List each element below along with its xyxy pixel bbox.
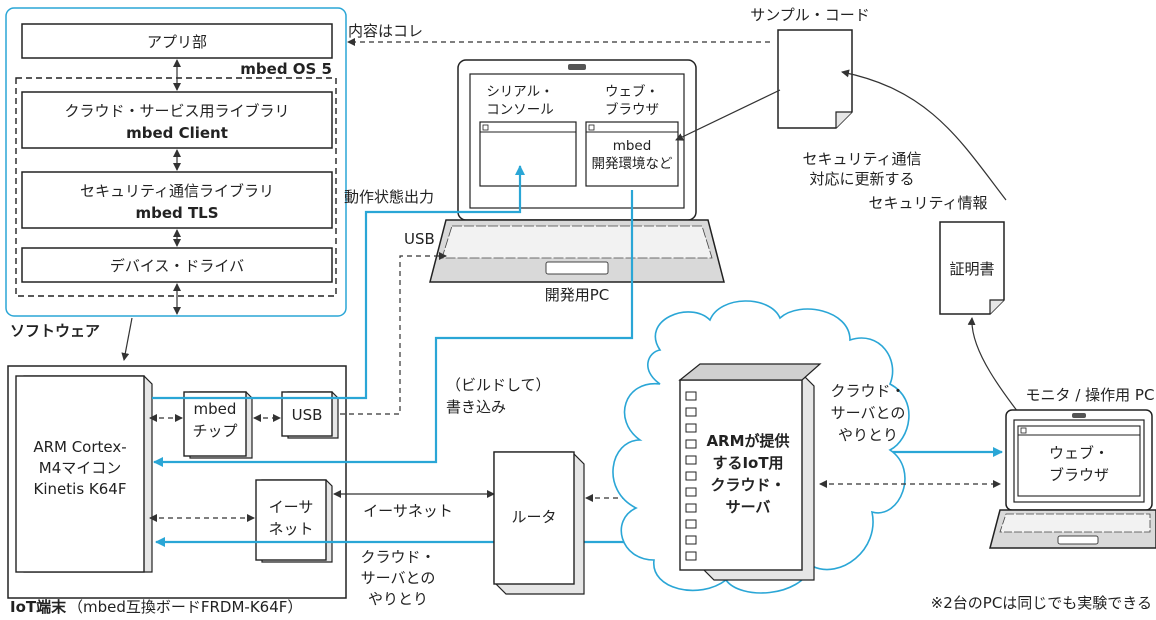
monitor-pc-label: モニタ / 操作用 PC (1026, 386, 1155, 404)
app-layer-label: アプリ部 (147, 33, 207, 51)
driver-box (21, 247, 333, 283)
certificate-document: セキュリティ情報 証明書 (868, 194, 1005, 315)
software-stack: アプリ部 mbed OS 5 クラウド・サービス用ライブラリ mbed Clie… (5, 7, 347, 361)
tls-lib-name: mbed TLS (135, 204, 218, 222)
certificate-label: 証明書 (949, 260, 994, 278)
mbed-chip-line2: チップ (192, 422, 237, 440)
cloud-server: ARMが提供 するIoT用 クラウド・ サーバ (678, 363, 822, 581)
router-body (493, 451, 575, 585)
monitor-keys (999, 513, 1151, 533)
certificate-fold (989, 299, 1004, 314)
cloud-exchange-left-line2: サーバとの (361, 569, 436, 587)
status-output-flow (152, 165, 525, 400)
monitor-pc-laptop: モニタ / 操作用 PC ウェブ・ ブラウザ (989, 386, 1156, 549)
keyboard-keys (441, 225, 713, 259)
cloud-exchange-right-line1: クラウド・ (830, 382, 905, 400)
tls-lib-box (21, 171, 333, 229)
ethernet-port-line2: ネット (268, 520, 313, 538)
tls-lib-title: セキュリティ通信ライブラリ (80, 182, 274, 200)
software-pointer (121, 317, 133, 361)
serial-console-line2: コンソール (486, 102, 554, 118)
dev-browser-window (585, 121, 679, 187)
update-note-line1: セキュリティ通信 (802, 150, 921, 168)
usb-port (281, 391, 333, 437)
mbed-env-line1: mbed (613, 138, 652, 154)
serial-console-line1: シリアル・ (486, 84, 553, 100)
iot-device: IoT端末 （mbed互換ボードFRDM-K64F） ARM Cortex- M… (7, 365, 347, 616)
mbed-os-label: mbed OS 5 (240, 60, 332, 78)
monitor-webcam-icon (1072, 413, 1086, 418)
serial-console-window (479, 121, 577, 187)
dev-pc-laptop: シリアル・ コンソール ウェブ・ ブラウザ mbed 開発環境など 開発用PC (429, 59, 725, 304)
iot-device-label-bold: IoT端末 (10, 598, 67, 616)
dev-browser-line1: ウェブ・ (605, 83, 659, 100)
ethernet-link-label: イーサネット (363, 502, 453, 520)
app-layer-box (21, 23, 333, 59)
sample-code-document: サンプル・コード セキュリティ通信 対応に更新する (750, 6, 921, 188)
code-to-browser-arrow (675, 89, 781, 141)
mbed-env-line2: 開発環境など (592, 156, 673, 172)
security-info-label: セキュリティ情報 (868, 194, 987, 212)
router-label: ルータ (511, 508, 556, 526)
usb-port-label: USB (292, 406, 323, 424)
cloud-lib-name: mbed Client (126, 124, 228, 142)
mcu-line1: ARM Cortex- (33, 438, 126, 456)
server-line2: するIoT用 (712, 454, 783, 472)
cloud-lib-title: クラウド・サービス用ライブラリ (64, 102, 289, 120)
cloud-exchange-left-line1: クラウド・ (360, 548, 435, 566)
router: ルータ (493, 451, 585, 595)
mbed-chip-line1: mbed (194, 400, 237, 418)
build-line2: 書き込み (446, 398, 506, 416)
touchpad (545, 261, 609, 275)
dev-browser-line2: ブラウザ (605, 101, 659, 118)
monitor-touchpad (1057, 535, 1099, 545)
sample-code-fold (835, 111, 852, 128)
server-top (678, 363, 822, 381)
mcu-line2: M4マイコン (39, 459, 122, 477)
server-line4: サーバ (726, 498, 771, 516)
cloud-exchange-left-line3: やりとり (368, 590, 428, 608)
software-frame (5, 7, 347, 317)
monitor-browser-window (1017, 425, 1141, 497)
usb-link (340, 252, 447, 415)
usb-link-label: USB (404, 230, 435, 248)
mcu-line3: Kinetis K64F (34, 480, 127, 498)
sample-code-label: サンプル・コード (750, 6, 870, 24)
status-output-label: 動作状態出力 (344, 188, 434, 206)
update-note-line2: 対応に更新する (809, 170, 914, 188)
footnote: ※2台のPCは同じでも実験できる (931, 594, 1152, 612)
cloud-exchange-right-line2: サーバとの (831, 404, 906, 422)
build-line1: （ビルドして） (446, 376, 551, 394)
mcu-chip (15, 375, 145, 573)
cloud-lib-box (21, 91, 333, 149)
monitor-browser-line2: ブラウザ (1049, 466, 1109, 484)
server-front (679, 379, 803, 571)
content-note-label: 内容はコレ (348, 22, 423, 40)
monitor-browser-line1: ウェブ・ (1049, 444, 1109, 462)
server-slots (685, 391, 697, 561)
server-line1: ARMが提供 (706, 432, 789, 450)
server-line3: クラウド・ (710, 476, 785, 494)
iot-device-label-rest: （mbed互換ボードFRDM-K64F） (68, 598, 302, 616)
build-write-flow (153, 190, 634, 467)
driver-label: デバイス・ドライバ (110, 257, 244, 275)
certificate-to-code-arrow (841, 69, 1007, 201)
mbed-chip (183, 391, 247, 457)
cloud-exchange-right-line3: やりとり (838, 426, 898, 444)
dev-pc-label: 開発用PC (545, 286, 610, 304)
software-label: ソフトウェア (10, 322, 100, 340)
ethernet-port-line1: イーサ (269, 498, 314, 516)
webcam-icon (568, 64, 586, 70)
